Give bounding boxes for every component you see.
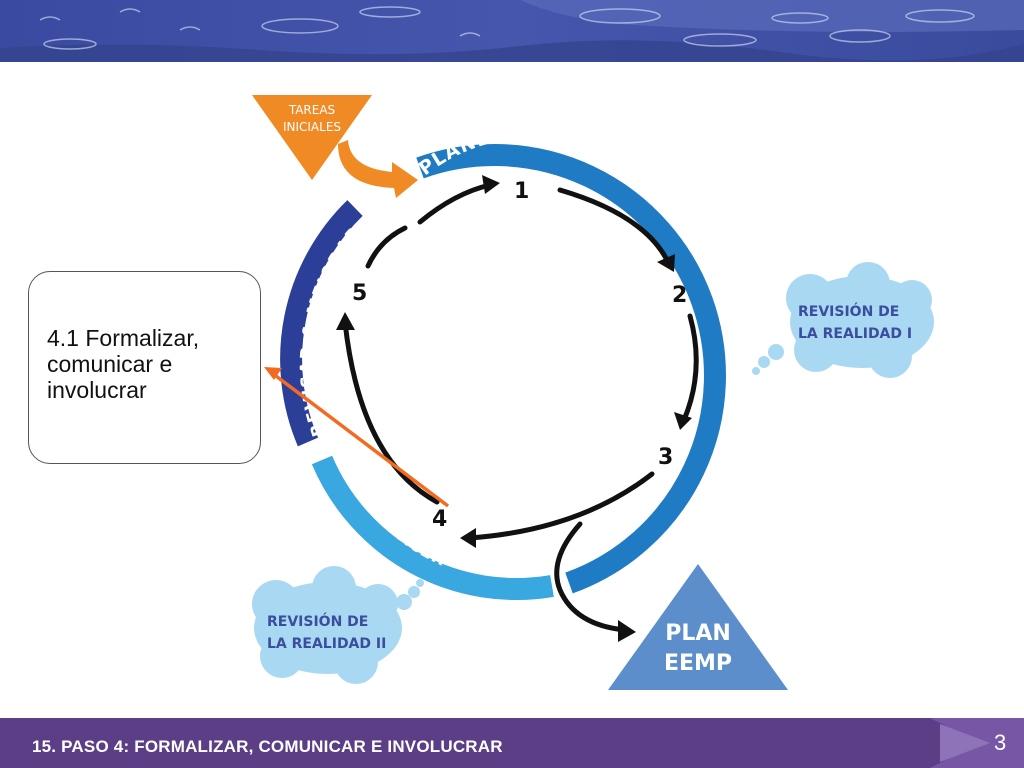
cloud-1-line1: REVISIÓN DE (798, 302, 899, 320)
cloud-2-line1: REVISIÓN DE (267, 612, 368, 630)
cloud-revision-realidad-1 (752, 262, 934, 378)
callout-box: 4.1 Formalizar, comunicar e involucrar (28, 271, 261, 464)
header-banner (0, 0, 1024, 62)
plan-label-line1: PLAN (665, 621, 731, 646)
ring-hacer-segment (311, 455, 554, 601)
slide-title: 15. PASO 4: FORMALIZAR, COMUNICAR E INVO… (32, 737, 503, 756)
plan-label-line2: EEMP (664, 651, 732, 676)
step-number-3: 3 (658, 445, 673, 470)
step-number-5: 5 (352, 281, 367, 306)
cloud-revision-realidad-2 (252, 566, 424, 684)
step-number-2: 2 (672, 283, 687, 308)
arrow-to-plan (554, 521, 628, 633)
initial-tasks-label-line1: TAREAS (288, 103, 335, 117)
inner-cycle-arrows (342, 182, 699, 541)
page-number: 3 (994, 730, 1007, 755)
footer-arrow-icon (940, 724, 990, 762)
callout-text: 4.1 Formalizar, comunicar e involucrar (47, 325, 200, 403)
callout-pointer-arrow (274, 374, 450, 508)
cloud-1-line2: LA REALIDAD I (798, 326, 912, 342)
step-number-1: 1 (514, 179, 529, 204)
step-number-4: 4 (432, 507, 447, 532)
initial-tasks-triangle (252, 95, 372, 180)
arrow-to-plan-head (618, 620, 636, 642)
initial-tasks-arrow (338, 140, 418, 198)
initial-tasks-label-line2: INICIALES (283, 120, 341, 134)
plan-eemp-triangle (608, 564, 788, 690)
callout-pointer-arrowhead (264, 367, 282, 380)
cloud-2-line2: LA REALIDAD II (267, 636, 386, 652)
ring-planear-segment (416, 144, 726, 594)
footer-bar (0, 718, 1024, 768)
inner-cycle-arrowheads (336, 175, 692, 548)
ring-revisar-segment (280, 200, 363, 447)
